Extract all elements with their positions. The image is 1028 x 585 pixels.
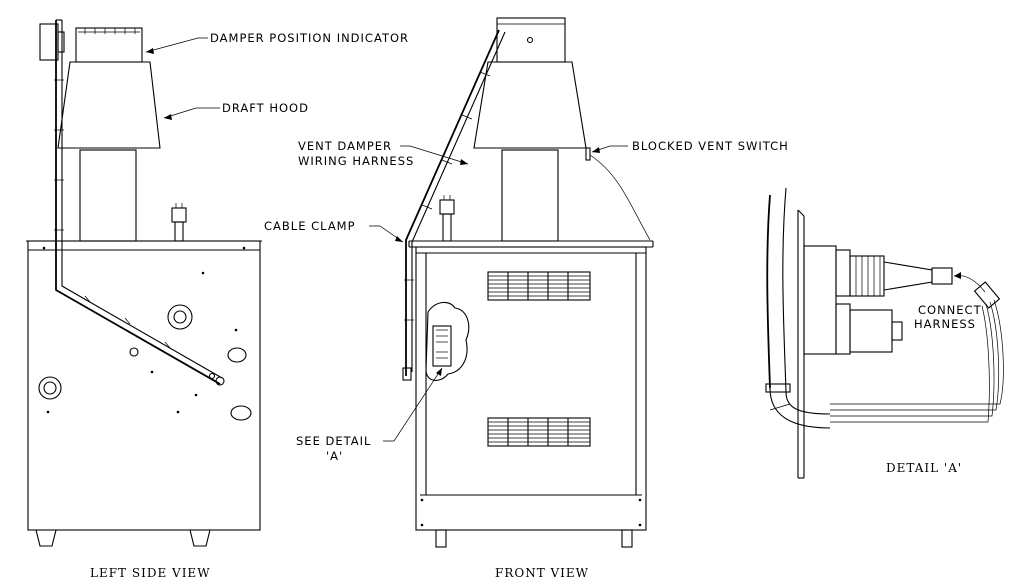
upper-louver-grille — [487, 271, 591, 301]
leader-lines — [145, 37, 986, 442]
left-side-view — [26, 19, 262, 547]
left-cabinet — [27, 240, 261, 531]
blocked-vent-switch-wire — [589, 154, 651, 241]
front-view — [402, 17, 654, 548]
lower-louver-grille — [487, 417, 591, 447]
detail-harness-tube — [766, 194, 771, 389]
label-harness: HARNESS — [914, 317, 976, 331]
label-blocked-vent-switch: BLOCKED VENT SWITCH — [632, 139, 789, 153]
label-draft-hood: DRAFT HOOD — [222, 101, 309, 115]
caption-detail-a: DETAIL 'A' — [886, 461, 962, 475]
caption-front-view: FRONT VIEW — [495, 566, 589, 580]
label-connect: CONNECT — [918, 303, 982, 317]
caption-left-side-view: LEFT SIDE VIEW — [90, 566, 211, 580]
front-flue-pipe — [501, 149, 559, 242]
detail-mount-block — [803, 245, 837, 355]
front-cabinet — [415, 246, 647, 531]
label-wiring-harness: WIRING HARNESS — [298, 154, 414, 168]
front-wiring-harness — [405, 29, 500, 376]
detail-plug — [931, 267, 953, 285]
left-flue-pipe — [79, 149, 137, 242]
left-wiring-harness — [55, 20, 221, 385]
label-damper-position-indicator: DAMPER POSITION INDICATOR — [210, 31, 409, 45]
detail-connector-ribbed — [849, 255, 885, 297]
left-draft-hood — [57, 61, 161, 149]
label-cable-clamp: CABLE CLAMP — [264, 219, 356, 233]
detail-connector-lower — [849, 309, 893, 353]
left-port-lower — [38, 376, 62, 400]
labels: DAMPER POSITION INDICATOR DRAFT HOOD VEN… — [210, 31, 982, 463]
right-foot — [189, 529, 211, 547]
view-captions: LEFT SIDE VIEW FRONT VIEW DETAIL 'A' — [90, 461, 962, 580]
front-draft-hood — [473, 61, 587, 149]
front-damper-housing — [496, 17, 566, 63]
left-damper-housing — [75, 27, 143, 63]
cutaway-panel — [425, 301, 470, 381]
detail-a-view — [765, 187, 1004, 479]
left-foot — [35, 529, 57, 547]
label-see-detail: SEE DETAIL — [296, 434, 371, 448]
label-vent-damper: VENT DAMPER — [298, 139, 392, 153]
label-see-detail-a: 'A' — [326, 449, 343, 463]
left-port-large — [167, 304, 193, 330]
